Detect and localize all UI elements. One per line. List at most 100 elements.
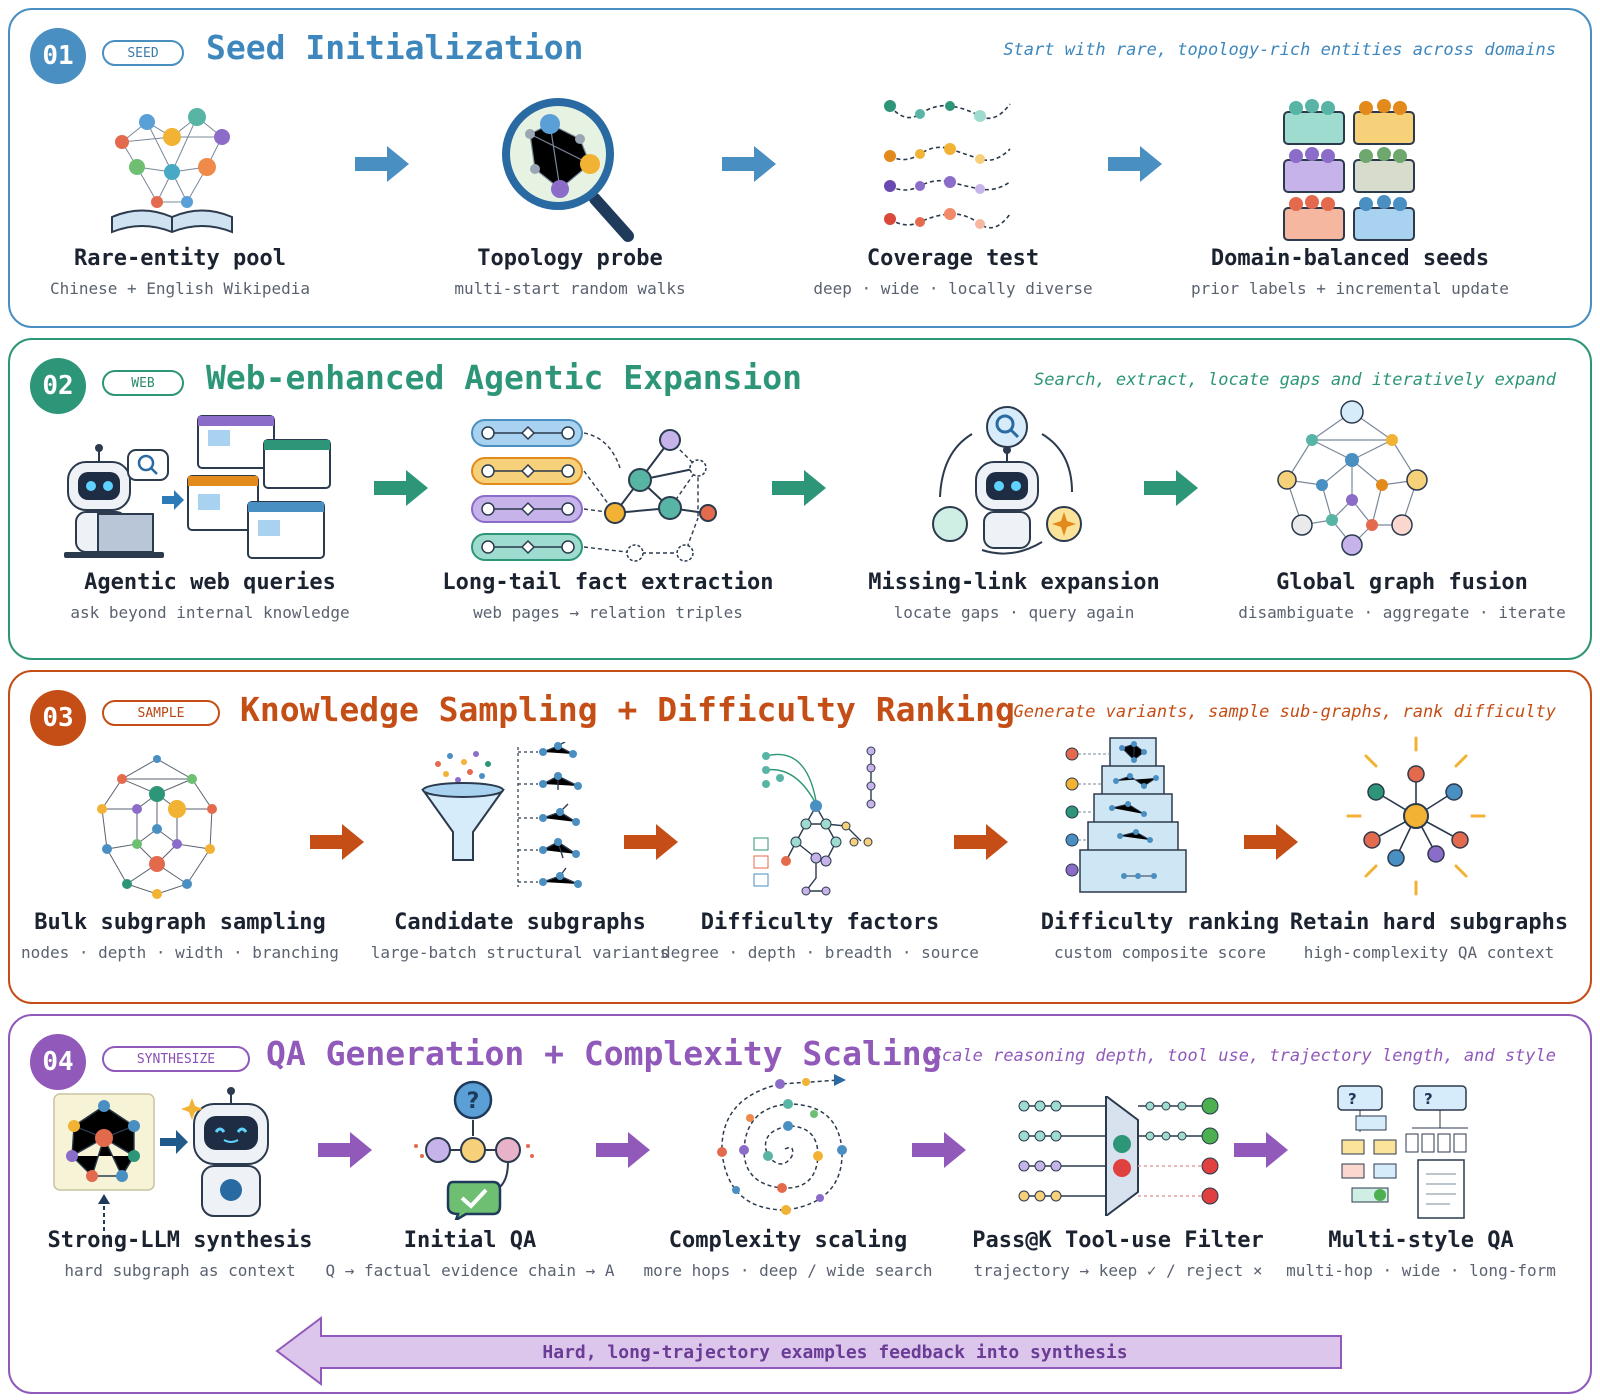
svg-text:?: ? bbox=[467, 1089, 480, 1114]
step-label: Complexity scaling bbox=[668, 1228, 908, 1253]
flow-arrow-icon bbox=[912, 1132, 966, 1168]
feedback-label: Hard, long-trajectory examples feedback … bbox=[542, 1342, 1128, 1363]
step-detail: locate gaps · query again bbox=[893, 603, 1135, 622]
step-detail: multi-start random walks bbox=[454, 279, 686, 298]
flow-arrow-icon bbox=[318, 1132, 372, 1168]
flow-arrow-icon bbox=[1144, 470, 1198, 506]
flow-arrow-icon bbox=[624, 824, 678, 860]
feedback-arrow-icon bbox=[275, 1316, 1342, 1386]
funnel-icon bbox=[421, 742, 582, 888]
step-label: Missing-link expansion bbox=[868, 570, 1160, 595]
svg-text:?: ? bbox=[1348, 1090, 1357, 1108]
ranking-tower-icon bbox=[1065, 737, 1187, 893]
step-label: Rare-entity pool bbox=[74, 246, 286, 271]
fused-graph-icon bbox=[1277, 400, 1428, 556]
step-missing-link-expansion: Missing-link expansion locate gaps · que… bbox=[844, 570, 1184, 622]
step-coverage-test: Coverage test deep · wide · locally dive… bbox=[783, 246, 1123, 298]
flow-arrow-icon bbox=[355, 146, 409, 182]
step-detail: ask beyond internal knowledge bbox=[70, 603, 350, 622]
stage-title: Knowledge Sampling + Difficulty Ranking bbox=[240, 690, 1015, 729]
step-detail: Chinese + English Wikipedia bbox=[49, 279, 311, 298]
book-graph-icon bbox=[111, 108, 233, 234]
stage-tag-pill: SEED bbox=[102, 40, 184, 66]
domain-bins-icon bbox=[1283, 99, 1415, 241]
step-difficulty-ranking: Difficulty ranking custom composite scor… bbox=[990, 910, 1330, 962]
step-label: Global graph fusion bbox=[1276, 570, 1528, 595]
step-label: Coverage test bbox=[866, 246, 1040, 271]
random-walk-paths-icon bbox=[884, 100, 1011, 229]
step-label: Difficulty ranking bbox=[1040, 910, 1280, 935]
flow-arrow-icon bbox=[1108, 146, 1162, 182]
step-passk-tool-use-filter: Pass@K Tool-use Filter trajectory → keep… bbox=[948, 1228, 1288, 1280]
dense-graph-icon bbox=[97, 755, 217, 899]
stage-title: Web-enhanced Agentic Expansion bbox=[206, 358, 803, 397]
svg-text:?: ? bbox=[1424, 1090, 1433, 1108]
step-label: Agentic web queries bbox=[84, 570, 336, 595]
step-topology-probe: Topology probe multi-start random walks bbox=[400, 246, 740, 298]
step-label: Topology probe bbox=[477, 246, 663, 271]
step-detail: more hops · deep / wide search bbox=[643, 1261, 933, 1280]
step-label: Retain hard subgraphs bbox=[1289, 910, 1569, 935]
stage-number-badge: 04 bbox=[30, 1034, 86, 1090]
step-strong-llm-synthesis: Strong-LLM synthesis hard subgraph as co… bbox=[10, 1228, 350, 1280]
step-detail: Q → factual evidence chain → A bbox=[325, 1261, 615, 1280]
flow-arrow-icon bbox=[772, 470, 826, 506]
step-bulk-subgraph-sampling: Bulk subgraph sampling nodes · depth · w… bbox=[10, 910, 350, 962]
graph-robot-icon bbox=[53, 1087, 269, 1231]
step-label: Pass@K Tool-use Filter bbox=[972, 1228, 1264, 1253]
stage-subtitle: Search, extract, locate gaps and iterati… bbox=[1034, 370, 1556, 390]
stage-tag-pill: WEB bbox=[102, 370, 184, 396]
step-retain-hard-subgraphs: Retain hard subgraphs high-complexity QA… bbox=[1264, 910, 1594, 962]
step-initial-qa: Initial QA Q → factual evidence chain → … bbox=[300, 1228, 640, 1280]
step-detail: high-complexity QA context bbox=[1303, 943, 1555, 962]
hub-burst-icon bbox=[1346, 736, 1486, 896]
step-difficulty-factors: Difficulty factors degree · depth · brea… bbox=[650, 910, 990, 962]
step-detail: trajectory → keep ✓ / reject × bbox=[973, 1261, 1263, 1280]
magnifier-graph-icon bbox=[502, 98, 634, 242]
step-detail: degree · depth · breadth · source bbox=[661, 943, 979, 962]
qa-docs-icon: ? ? bbox=[1337, 1085, 1468, 1219]
step-multi-style-qa: Multi-style QA multi-hop · wide · long-f… bbox=[1256, 1228, 1586, 1280]
step-detail: disambiguate · aggregate · iterate bbox=[1238, 603, 1566, 622]
step-detail: multi-hop · wide · long-form bbox=[1286, 1261, 1556, 1280]
step-label: Difficulty factors bbox=[700, 910, 940, 935]
step-detail: web pages → relation triples bbox=[473, 603, 743, 622]
stage-subtitle: Start with rare, topology-rich entities … bbox=[1003, 40, 1556, 60]
stage-number-badge: 01 bbox=[30, 28, 86, 84]
stage-seed-initialization: 01 SEED Seed Initialization Start with r… bbox=[8, 8, 1592, 328]
flow-arrow-icon bbox=[596, 1132, 650, 1168]
step-long-tail-fact-extraction: Long-tail fact extraction web pages → re… bbox=[438, 570, 778, 622]
stage-subtitle: Generate variants, sample sub-graphs, ra… bbox=[1013, 702, 1556, 722]
step-label: Strong-LLM synthesis bbox=[47, 1228, 313, 1253]
step-candidate-subgraphs: Candidate subgraphs large-batch structur… bbox=[350, 910, 690, 962]
step-global-graph-fusion: Global graph fusion disambiguate · aggre… bbox=[1222, 570, 1582, 622]
step-label: Long-tail fact extraction bbox=[442, 570, 774, 595]
factor-tree-icon bbox=[753, 746, 876, 896]
step-detail: large-batch structural variants bbox=[370, 943, 670, 962]
stage-title: QA Generation + Complexity Scaling bbox=[266, 1034, 942, 1073]
step-label: Domain-balanced seeds bbox=[1210, 246, 1490, 271]
filter-gate-icon bbox=[1018, 1096, 1219, 1216]
stage-title: Seed Initialization bbox=[206, 28, 584, 67]
step-detail: custom composite score bbox=[1054, 943, 1266, 962]
flow-arrow-icon bbox=[722, 146, 776, 182]
step-label: Bulk subgraph sampling bbox=[34, 910, 326, 935]
step-detail: hard subgraph as context bbox=[64, 1261, 296, 1280]
step-complexity-scaling: Complexity scaling more hops · deep / wi… bbox=[618, 1228, 958, 1280]
robot-laptop-icon bbox=[64, 415, 331, 559]
flow-arrow-icon bbox=[954, 824, 1008, 860]
step-label: Candidate subgraphs bbox=[394, 910, 646, 935]
step-label: Initial QA bbox=[403, 1228, 537, 1253]
step-detail: prior labels + incremental update bbox=[1191, 279, 1509, 298]
step-domain-balanced-seeds: Domain-balanced seeds prior labels + inc… bbox=[1180, 246, 1520, 298]
triples-graph-icon bbox=[471, 419, 717, 562]
step-rare-entity-pool: Rare-entity pool Chinese + English Wikip… bbox=[10, 246, 350, 298]
stage-tag-pill: SYNTHESIZE bbox=[102, 1046, 250, 1072]
robot-cycle-icon bbox=[932, 406, 1082, 555]
flow-arrow-icon bbox=[310, 824, 364, 860]
stage-number-badge: 02 bbox=[30, 358, 86, 414]
step-label: Multi-style QA bbox=[1328, 1228, 1514, 1253]
flow-arrow-icon bbox=[1244, 824, 1298, 860]
step-detail: deep · wide · locally diverse bbox=[813, 279, 1093, 298]
question-check-icon: ? bbox=[414, 1080, 534, 1220]
